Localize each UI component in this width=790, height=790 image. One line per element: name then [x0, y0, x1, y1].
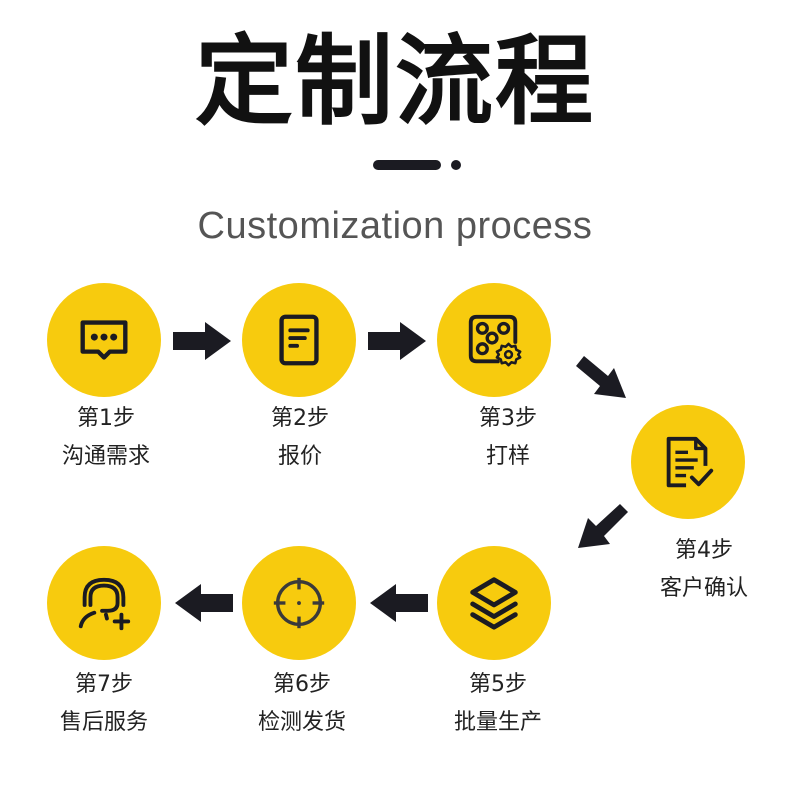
step-name: 报价 [277, 444, 322, 469]
step-6-label: 第6步 检测发货 [222, 666, 382, 742]
divider-dot [451, 160, 461, 170]
step-number: 第5步 [469, 672, 527, 697]
arrow-down-left-icon [578, 504, 628, 548]
step-name: 客户确认 [659, 576, 748, 601]
headset-user-add-icon [78, 577, 131, 631]
arrow-right-icon [173, 322, 231, 360]
step-7-circle [47, 546, 161, 660]
step-1-circle [47, 283, 161, 397]
step-name: 批量生产 [453, 710, 542, 735]
step-number: 第4步 [675, 538, 733, 563]
step-7-label: 第7步 售后服务 [24, 666, 184, 742]
step-1-label: 第1步 沟通需求 [26, 400, 186, 476]
step-2-label: 第2步 报价 [220, 400, 380, 476]
crosshair-icon [273, 577, 325, 629]
step-5-label: 第5步 批量生产 [418, 666, 578, 742]
step-name: 售后服务 [59, 710, 148, 735]
step-3-circle [437, 283, 551, 397]
dice-gear-icon [468, 314, 522, 367]
step-6-circle [242, 546, 356, 660]
step-name: 沟通需求 [61, 444, 150, 469]
step-name: 检测发货 [257, 710, 346, 735]
step-2-circle [242, 283, 356, 397]
page-subtitle: Customization process [197, 205, 593, 247]
step-name: 打样 [485, 444, 530, 469]
arrow-left-icon [175, 584, 233, 622]
chat-bubble-icon [80, 320, 128, 360]
step-number: 第7步 [75, 672, 133, 697]
step-number: 第1步 [77, 406, 135, 431]
arrow-down-right-icon [576, 356, 626, 398]
step-4-label: 第4步 客户确认 [624, 532, 784, 608]
layers-icon [470, 577, 518, 630]
step-number: 第3步 [479, 406, 537, 431]
document-check-icon [666, 436, 714, 488]
page-title: 定制流程 [194, 25, 595, 139]
step-number: 第2步 [271, 406, 329, 431]
divider-bar [373, 160, 441, 170]
step-5-circle [437, 546, 551, 660]
step-4-circle [631, 405, 745, 519]
arrow-right-icon [368, 322, 426, 360]
document-lines-icon [279, 314, 319, 366]
arrow-left-icon [370, 584, 428, 622]
step-number: 第6步 [273, 672, 331, 697]
step-3-label: 第3步 打样 [428, 400, 588, 476]
